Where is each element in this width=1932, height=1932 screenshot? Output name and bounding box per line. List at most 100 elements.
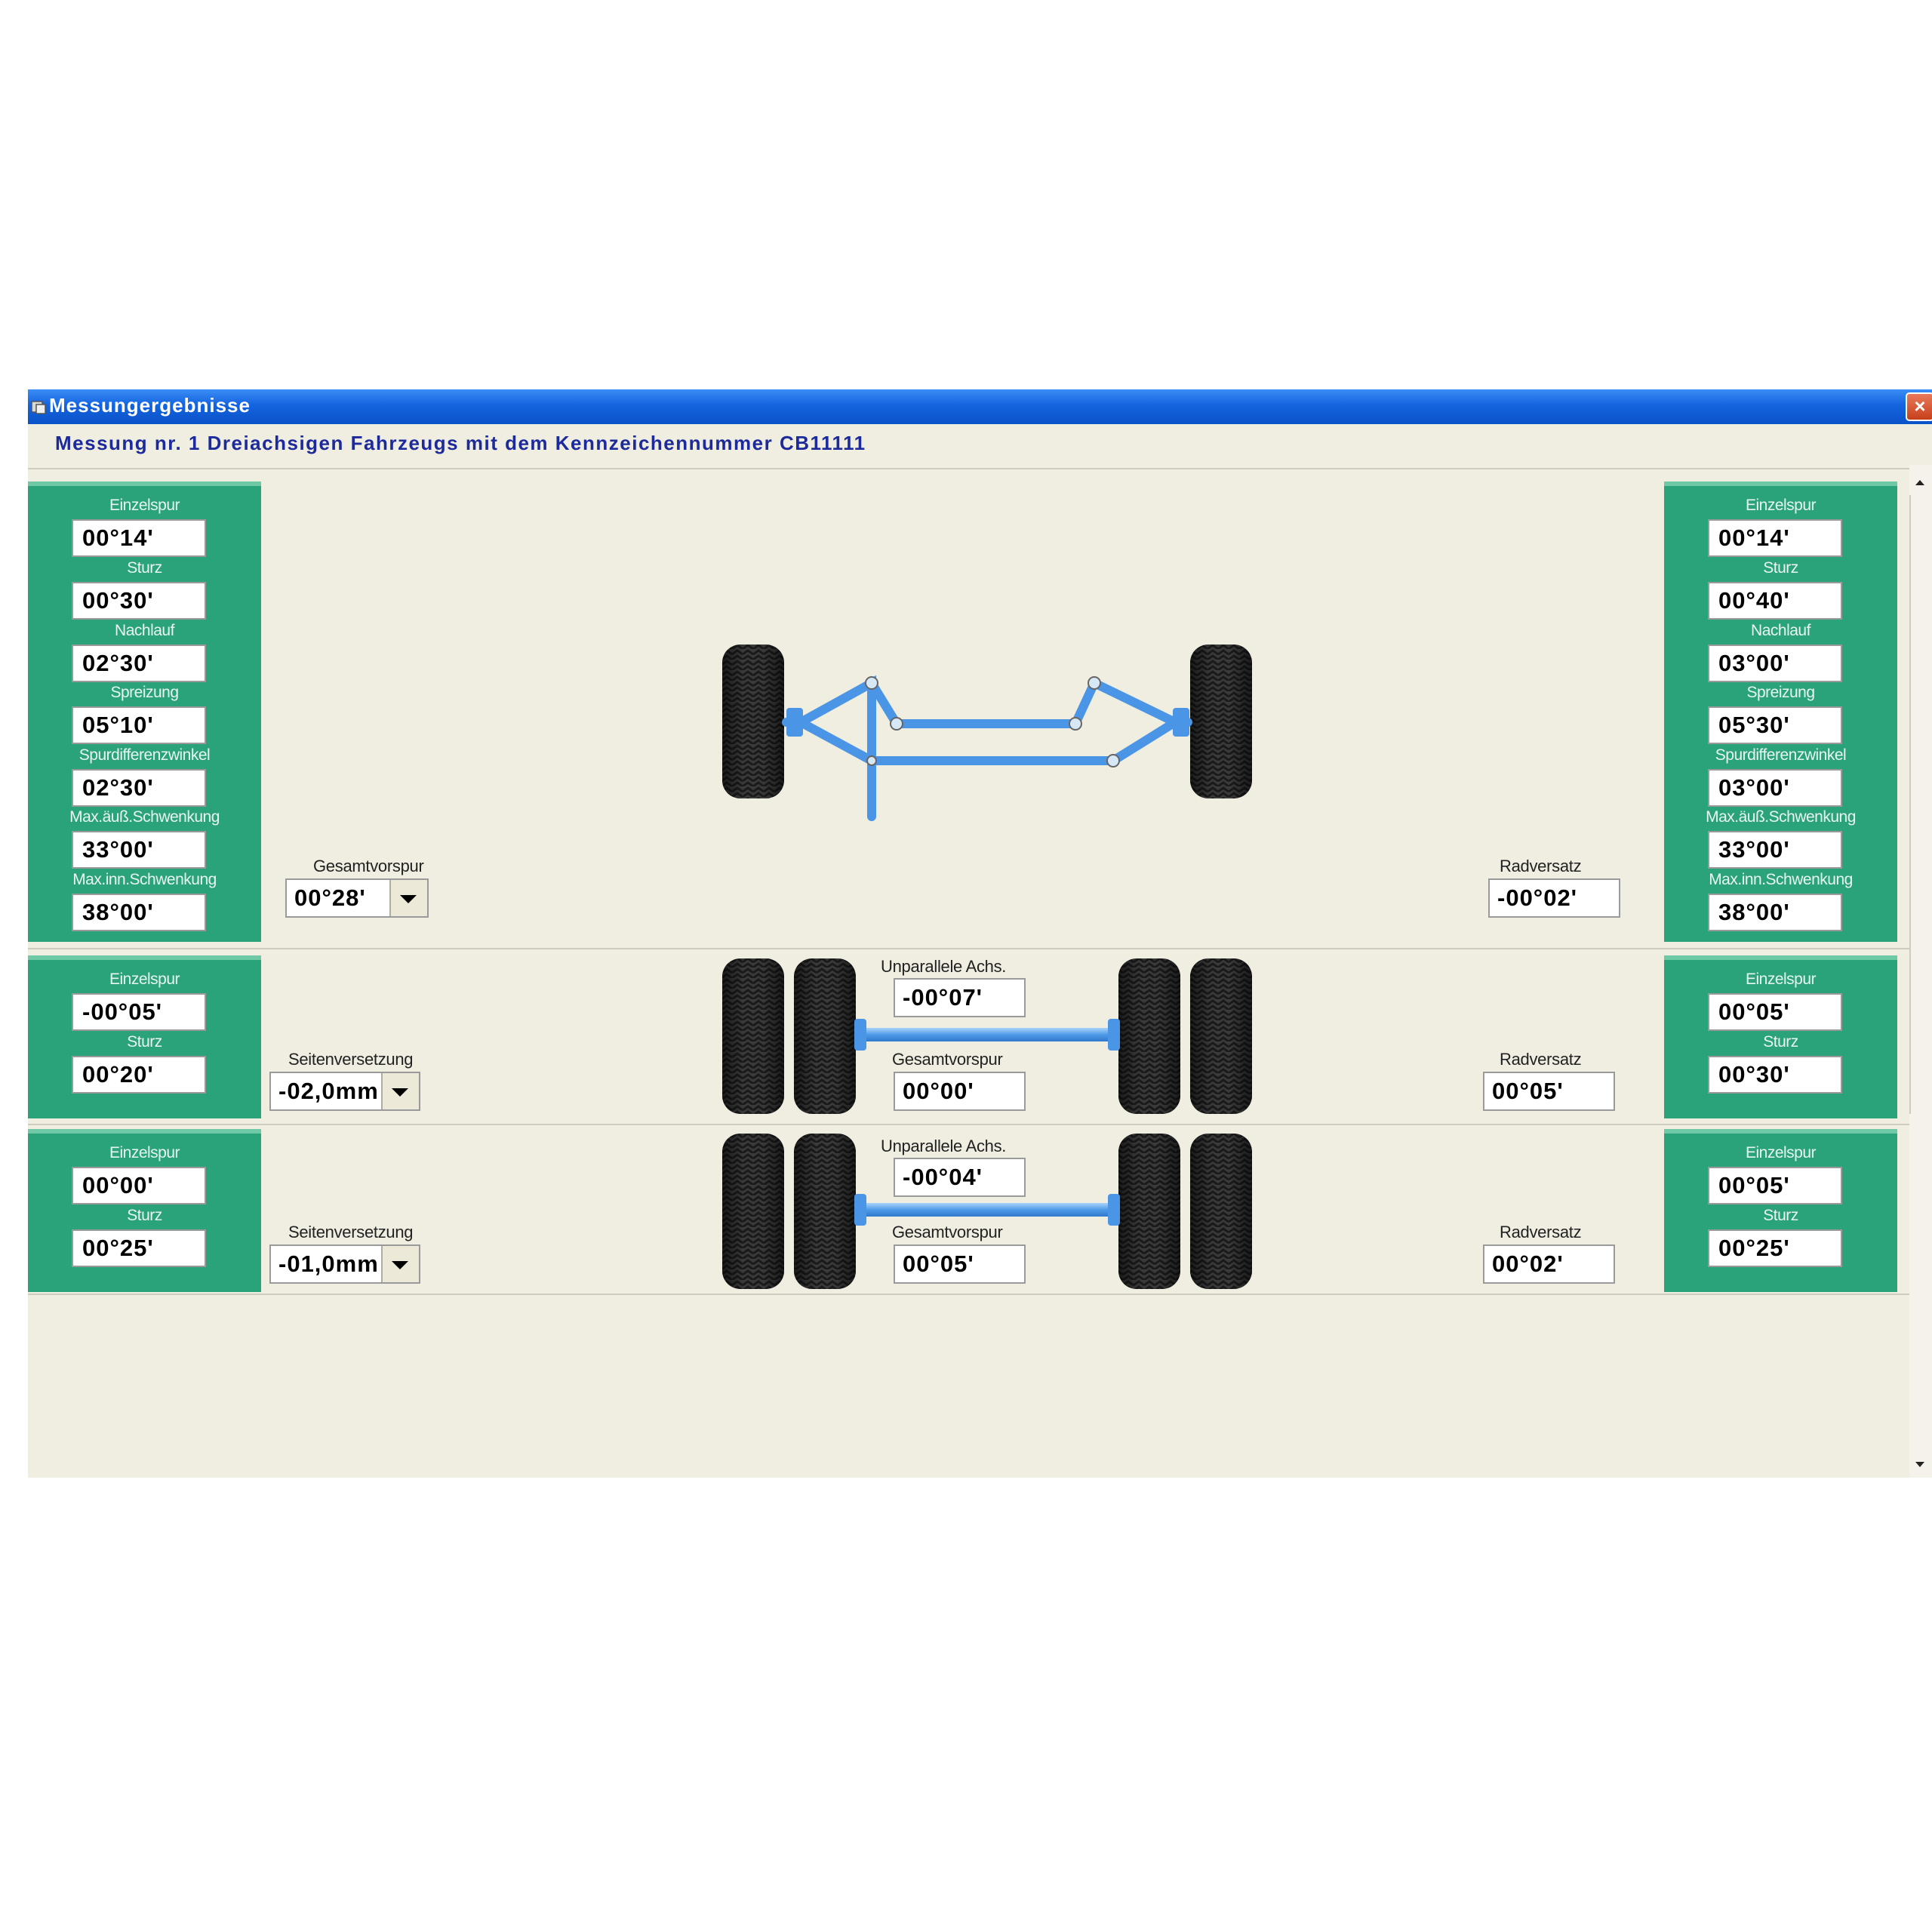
hub-left <box>786 708 803 737</box>
axle3-left-panel: Einzelspur 00°00' Sturz 00°25' <box>28 1129 261 1292</box>
axle2-right-panel: Einzelspur 00°05' Sturz 00°30' <box>1664 955 1897 1118</box>
label-spurdifferenzwinkel: Spurdifferenzwinkel <box>1715 746 1847 764</box>
joints <box>865 676 1120 768</box>
value-radversatz: 00°02' <box>1483 1244 1615 1284</box>
hub-right <box>1108 1019 1120 1051</box>
vertical-scrollbar[interactable] <box>1909 465 1932 1478</box>
label-unparallele-achs: Unparallele Achs. <box>881 957 1007 976</box>
value-sturz: 00°25' <box>1708 1229 1842 1267</box>
value-radversatz: 00°05' <box>1483 1072 1615 1111</box>
dropdown-button[interactable] <box>389 880 427 916</box>
axle2-left-panel: Einzelspur -00°05' Sturz 00°20' <box>28 955 261 1118</box>
value-einzelspur: 00°05' <box>1708 993 1842 1031</box>
axle3-diagram <box>722 1134 1252 1289</box>
value-nachlauf: 03°00' <box>1708 645 1842 682</box>
value-einzelspur: 00°14' <box>72 519 206 557</box>
label-seitenversetzung: Seitenversetzung <box>288 1223 414 1241</box>
label-einzelspur: Einzelspur <box>109 971 180 988</box>
close-button[interactable]: × <box>1906 392 1932 421</box>
measurement-window: Messungergebnisse × Messung nr. 1 Dreiac… <box>28 389 1932 1478</box>
label-sturz: Sturz <box>1763 1033 1798 1051</box>
dropdown-value: -01,0mm <box>278 1251 379 1277</box>
hub-right <box>1173 708 1189 737</box>
label-spreizung: Spreizung <box>1746 684 1815 701</box>
axle-beam <box>854 1028 1120 1041</box>
value-sturz: 00°40' <box>1708 582 1842 620</box>
dual-tire-right <box>1118 1134 1252 1289</box>
dropdown-button[interactable] <box>381 1246 419 1282</box>
label-max-aus-schwenkung: Max.äuß.Schwenkung <box>1706 808 1856 826</box>
label-gesamtvorspur: Gesamtvorspur <box>892 1223 1003 1241</box>
scroll-up-icon[interactable] <box>1915 480 1924 485</box>
axle3-divider <box>28 1294 1909 1295</box>
title-bar[interactable]: Messungergebnisse × <box>28 389 1932 424</box>
scroll-down-icon[interactable] <box>1915 1462 1924 1467</box>
label-einzelspur: Einzelspur <box>1745 971 1817 988</box>
dropdown-arrow-icon <box>392 1088 408 1097</box>
dropdown-button[interactable] <box>381 1073 419 1109</box>
measurement-headline: Messung nr. 1 Dreiachsigen Fahrzeugs mit… <box>55 432 866 454</box>
label-sturz: Sturz <box>1763 1207 1798 1224</box>
label-radversatz: Radversatz <box>1500 1050 1582 1069</box>
label-max-inn-schwenkung: Max.inn.Schwenkung <box>1709 871 1853 888</box>
label-einzelspur: Einzelspur <box>109 497 180 514</box>
gesamtvorspur-dropdown[interactable]: 00°28' <box>285 878 429 918</box>
close-icon: × <box>1914 395 1926 417</box>
value-sturz: 00°20' <box>72 1056 206 1094</box>
label-einzelspur: Einzelspur <box>1745 497 1817 514</box>
hub-left <box>854 1194 866 1226</box>
value-einzelspur: 00°14' <box>1708 519 1842 557</box>
label-spreizung: Spreizung <box>110 684 179 701</box>
app-icon <box>31 401 46 414</box>
dropdown-arrow-icon <box>400 895 417 903</box>
label-max-aus-schwenkung: Max.äuß.Schwenkung <box>69 808 220 826</box>
value-gesamtvorspur: 00°05' <box>894 1244 1026 1284</box>
label-spurdifferenzwinkel: Spurdifferenzwinkel <box>78 746 211 764</box>
dual-tire-left <box>722 958 856 1114</box>
axle2-diagram <box>722 958 1252 1114</box>
hub-right <box>1108 1194 1120 1226</box>
seitenversetzung-dropdown[interactable]: -01,0mm <box>269 1244 420 1284</box>
value-unparallele-achs: -00°04' <box>894 1158 1026 1197</box>
value-einzelspur: 00°05' <box>1708 1167 1842 1204</box>
label-einzelspur: Einzelspur <box>109 1144 180 1161</box>
axle1-right-panel: Einzelspur 00°14' Sturz 00°40' Nachlauf … <box>1664 481 1897 942</box>
value-spurdifferenzwinkel: 03°00' <box>1708 769 1842 807</box>
label-sturz: Sturz <box>127 559 162 577</box>
value-sturz: 00°30' <box>72 582 206 620</box>
axle1-divider <box>28 948 1909 949</box>
steering-linkage <box>782 675 1192 821</box>
hub-left <box>854 1019 866 1051</box>
axle2-divider <box>28 1124 1909 1125</box>
value-max-aus-schwenkung: 33°00' <box>1708 831 1842 869</box>
label-nachlauf: Nachlauf <box>115 622 174 639</box>
label-gesamtvorspur: Gesamtvorspur <box>313 857 424 875</box>
tire-right <box>1190 645 1252 798</box>
label-sturz: Sturz <box>127 1033 162 1051</box>
dropdown-value: -02,0mm <box>278 1078 379 1104</box>
scrollbar-thumb[interactable] <box>1909 495 1932 1114</box>
value-spreizung: 05°30' <box>1708 706 1842 744</box>
value-einzelspur: 00°00' <box>72 1167 206 1204</box>
label-unparallele-achs: Unparallele Achs. <box>881 1137 1007 1155</box>
steering-axle-diagram <box>722 645 1252 821</box>
seitenversetzung-dropdown[interactable]: -02,0mm <box>269 1072 420 1111</box>
label-sturz: Sturz <box>1763 559 1798 577</box>
dropdown-arrow-icon <box>392 1261 408 1269</box>
value-max-inn-schwenkung: 38°00' <box>72 894 206 931</box>
label-radversatz: Radversatz <box>1500 1223 1582 1241</box>
value-nachlauf: 02°30' <box>72 645 206 682</box>
dual-tire-right <box>1118 958 1252 1114</box>
value-einzelspur: -00°05' <box>72 993 206 1031</box>
tire-left <box>722 645 784 798</box>
label-einzelspur: Einzelspur <box>1745 1144 1817 1161</box>
value-max-aus-schwenkung: 33°00' <box>72 831 206 869</box>
value-max-inn-schwenkung: 38°00' <box>1708 894 1842 931</box>
dropdown-value: 00°28' <box>294 884 366 911</box>
label-gesamtvorspur: Gesamtvorspur <box>892 1050 1003 1069</box>
label-max-inn-schwenkung: Max.inn.Schwenkung <box>72 871 217 888</box>
window-title: Messungergebnisse <box>49 394 251 417</box>
value-radversatz: -00°02' <box>1488 878 1620 918</box>
axle-beam <box>854 1203 1120 1217</box>
value-unparallele-achs: -00°07' <box>894 978 1026 1017</box>
